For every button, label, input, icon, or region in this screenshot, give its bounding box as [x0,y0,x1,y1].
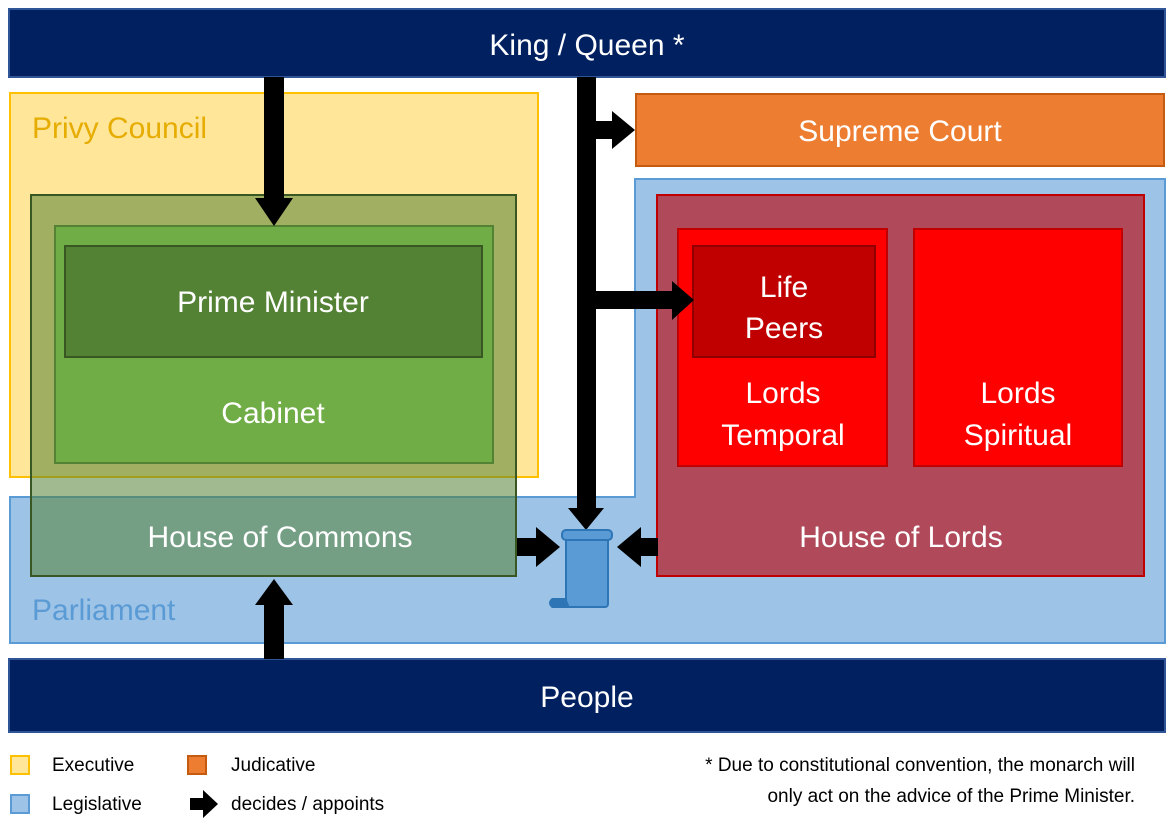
supreme-court-box [635,93,1165,167]
legend-legislative-swatch [10,794,30,814]
lords-temporal-line1: Lords [745,377,820,410]
life-peers-box [692,245,876,358]
house-of-lords-label: House of Lords [799,521,1002,554]
privy-council-label: Privy Council [32,112,207,145]
prime-minister-label: Prime Minister [177,286,369,319]
arrow-monarch-to-bill [568,77,604,530]
monarch-label: King / Queen * [489,29,684,62]
arrow-lords-to-bill [617,527,658,567]
prime-minister-box [64,245,483,358]
lords-temporal-line2: Temporal [721,419,844,452]
footnote-line1: * Due to constitutional convention, the … [705,755,1135,776]
lords-spiritual-line2: Spiritual [964,419,1072,452]
arrow-monarch-to-pm [255,77,293,226]
arrow-monarch-to-life-peers [596,281,694,320]
life-peers-line2: Peers [745,312,823,345]
cabinet-label: Cabinet [221,397,325,430]
bill-scroll-icon [549,529,613,608]
legend-executive-swatch [10,755,30,775]
legend-judicative-swatch [187,755,207,775]
lords-spiritual-line1: Lords [980,377,1055,410]
legend: Executive Judicative Legislative decides… [10,755,384,818]
parliament-label: Parliament [32,594,176,627]
legend-arrow-label: decides / appoints [231,794,384,815]
people-bar [8,658,1166,733]
footnote-line2: only act on the advice of the Prime Mini… [767,786,1135,807]
monarch-bar [8,8,1166,78]
legend-arrow-icon [190,790,218,818]
legend-legislative-label: Legislative [52,794,142,815]
legend-judicative-label: Judicative [231,755,316,776]
lords-spiritual-box [913,228,1123,467]
arrow-commons-to-bill [517,527,560,567]
arrow-monarch-to-supreme-court [596,111,635,149]
supreme-court-label: Supreme Court [798,115,1002,148]
arrow-people-to-commons [255,579,293,659]
house-of-commons-label: House of Commons [147,521,412,554]
legend-executive-label: Executive [52,755,134,776]
life-peers-line1: Life [760,271,808,304]
people-label: People [540,681,633,714]
